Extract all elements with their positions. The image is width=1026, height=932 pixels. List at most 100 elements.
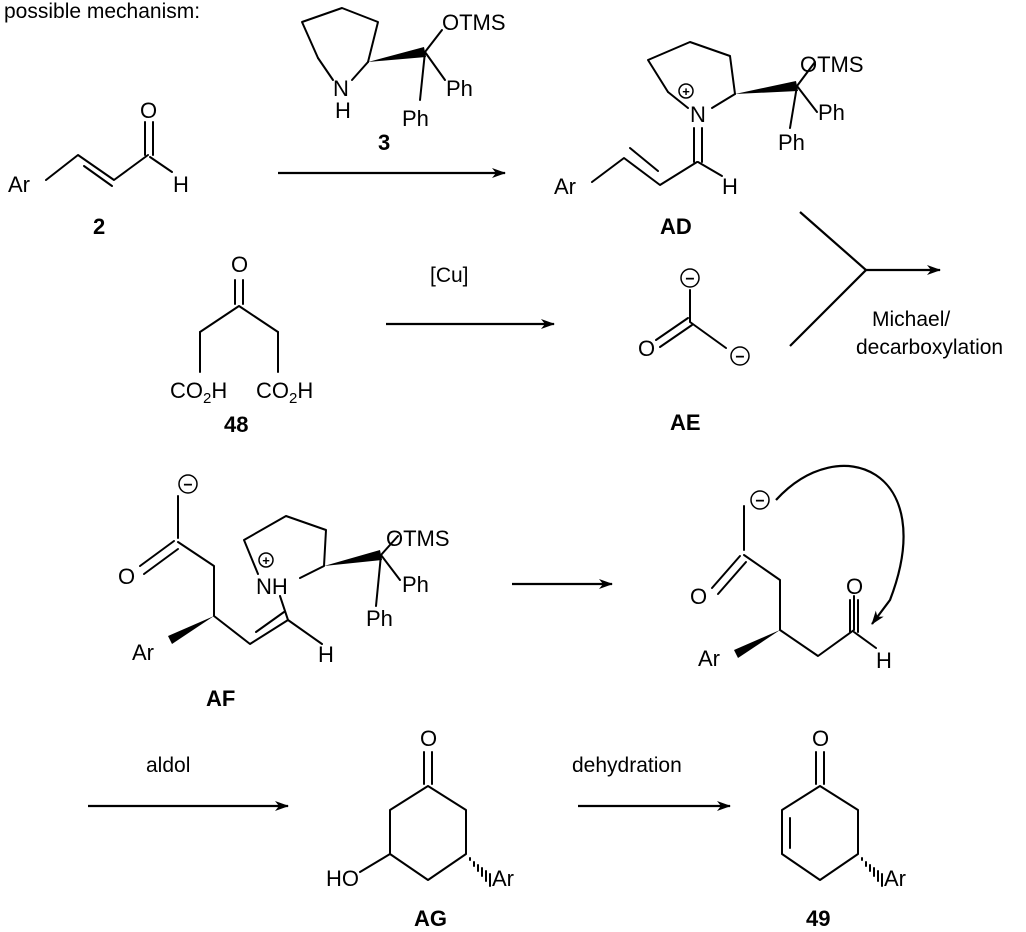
AD-h: H: [722, 174, 738, 199]
49-ar: Ar: [884, 866, 906, 891]
cond-aldol: aldol: [146, 754, 190, 777]
AF-ph2: Ph: [366, 606, 393, 631]
AF-minus: [178, 474, 198, 494]
AE-bonds: [689, 289, 727, 349]
AE-minus-bottom: [730, 346, 750, 366]
compound-intermediate: − O Ar O H: [690, 464, 905, 673]
AF-nh: NH: [256, 574, 288, 599]
compound-3-h: H: [335, 98, 351, 123]
compound-2: Ar O H 2: [8, 98, 189, 239]
AG-ar: Ar: [492, 866, 514, 891]
AF-plus-sign: +: [262, 553, 270, 568]
compound-AF: − O Ar H NH + OTMS Ph Ph AF: [118, 474, 450, 711]
48-acid1: CO2H: [170, 378, 227, 407]
49-ring: [781, 785, 859, 881]
AD-plus-sign: +: [682, 84, 690, 99]
compound-3-ring-n: [317, 57, 369, 81]
compound-48: O CO2H CO2H 48: [170, 252, 313, 437]
AE-o: O: [638, 336, 655, 361]
AF-ar: Ar: [132, 640, 154, 665]
AD-plus-charge: [678, 83, 694, 99]
AG-label: AG: [414, 906, 447, 931]
compound-3-otms: OTMS: [442, 10, 506, 35]
48-label: 48: [224, 412, 248, 437]
AD-otms: OTMS: [800, 52, 864, 77]
AE-minus-top-sign: −: [685, 271, 694, 288]
compound-2-h: H: [173, 172, 189, 197]
49-carbonyl: [815, 751, 825, 785]
AE-carbonyl: [655, 317, 693, 348]
header-text: possible mechanism:: [4, 0, 200, 23]
48-carbonyl: [234, 279, 244, 305]
48-arms: [199, 331, 279, 373]
compound-3-quat: [419, 29, 446, 101]
AE-minus-top: [680, 268, 700, 288]
49-label: 49: [806, 906, 830, 931]
inter-ch: [853, 631, 877, 649]
AF-o: O: [118, 564, 135, 589]
compound-2-carbonyl: [144, 121, 154, 156]
AF-carbonyl: [139, 540, 179, 575]
AF-minus-sign: −: [183, 477, 192, 494]
AF-h: H: [318, 642, 334, 667]
AF-wedge-ar: [168, 616, 214, 644]
inter-o1: O: [690, 584, 707, 609]
compound-AD: + N OTMS Ph Ph H Ar AD: [554, 41, 864, 239]
compound-AG: O HO Ar AG: [326, 726, 514, 931]
49-hash-ar: [861, 857, 883, 887]
inter-wedge-ar: [734, 630, 780, 658]
AG-ho: HO: [326, 866, 359, 891]
compound-AE: O − − AE: [638, 268, 750, 435]
AE-label: AE: [670, 410, 701, 435]
compound-2-double-bond: [83, 165, 113, 187]
inter-aldehyde-o: [849, 599, 859, 633]
49-o: O: [812, 726, 829, 751]
AD-n: N: [690, 102, 706, 127]
curved-arrow: [775, 464, 905, 625]
AG-hash-ar: [469, 857, 491, 887]
compound-3: N H OTMS Ph Ph 3: [301, 7, 506, 155]
AD-ph2: Ph: [778, 130, 805, 155]
AF-otms: OTMS: [386, 526, 450, 551]
48-acid2: CO2H: [256, 378, 313, 407]
inter-ar: Ar: [698, 646, 720, 671]
AD-chain-double: [629, 147, 659, 172]
AD-ar: Ar: [554, 174, 576, 199]
compound-2-ar: Ar: [8, 172, 30, 197]
AD-chain: [591, 157, 698, 186]
inter-o2: O: [846, 574, 863, 599]
AG-oh-bond: [359, 853, 391, 873]
compound-2-o: O: [140, 98, 157, 123]
AD-wedge: [735, 81, 798, 94]
AF-enamine: [279, 595, 323, 645]
inter-minus-sign: −: [755, 493, 764, 510]
AD-iminium-double: [693, 127, 703, 163]
compound-2-bonds: [45, 154, 149, 181]
48-skeleton: [199, 305, 279, 333]
compound-49: O Ar 49: [781, 726, 906, 931]
compound-3-ph2: Ph: [402, 106, 429, 131]
AD-label: AD: [660, 214, 692, 239]
AF-quat: [375, 535, 401, 607]
AD-quat: [789, 61, 818, 129]
inter-h: H: [876, 648, 892, 673]
compound-2-label: 2: [93, 214, 105, 239]
AD-ch: [697, 161, 723, 177]
compound-3-n: N: [333, 76, 349, 101]
AF-wedge: [324, 550, 382, 566]
AD-ring-n: [667, 91, 736, 109]
merge-arrow-branches: [789, 211, 868, 347]
cond-dehydration: dehydration: [572, 754, 682, 777]
compound-2-ch: [149, 156, 173, 173]
AG-ring: [389, 785, 467, 881]
AF-ring: [243, 515, 327, 579]
compound-3-ring: [301, 7, 379, 63]
AF-ph1: Ph: [402, 572, 429, 597]
AD-ph1: Ph: [818, 100, 845, 125]
inter-chain: [743, 554, 855, 657]
inter-minus: [750, 490, 770, 510]
cond-michael-2: decarboxylation: [856, 336, 1003, 359]
AF-plus-charge: [258, 552, 274, 568]
compound-3-label: 3: [378, 130, 390, 155]
